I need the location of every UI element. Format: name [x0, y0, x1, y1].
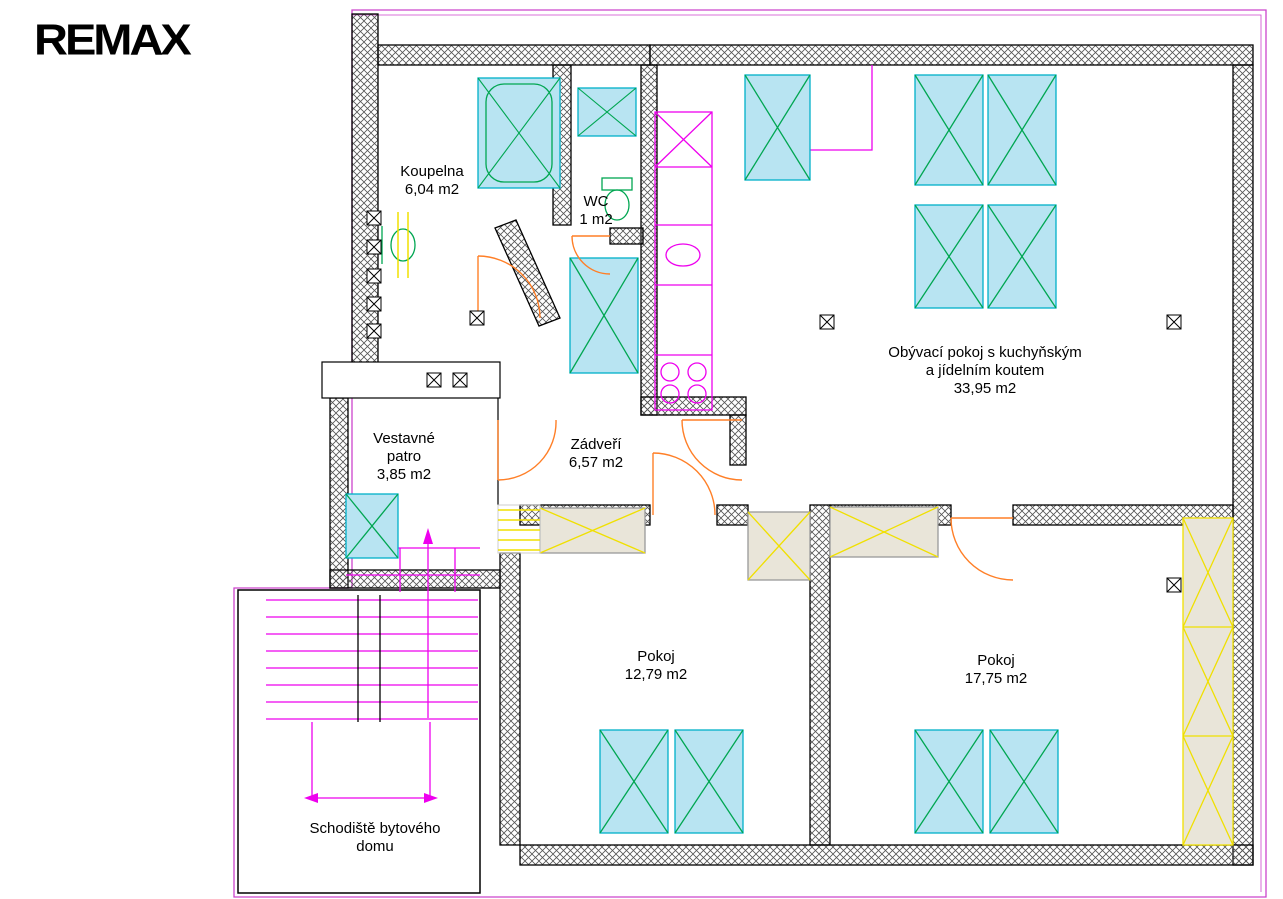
bed	[674, 729, 744, 834]
outlet-icon	[426, 372, 442, 388]
outlet-icon	[366, 296, 382, 312]
door-arc	[950, 517, 1014, 581]
wardrobe	[539, 507, 646, 554]
hall-steps	[497, 504, 541, 554]
bed	[599, 729, 669, 834]
outlet-icon	[452, 372, 468, 388]
room-name: Pokoj	[977, 652, 1015, 669]
room-area: 3,85 m2	[376, 466, 432, 483]
label-vestavne-patro: Vestavné patro 3,85 m2	[373, 430, 435, 484]
wardrobe	[747, 511, 811, 581]
outlet-icon	[819, 314, 835, 330]
hall-cabinet	[569, 257, 639, 374]
door-arc	[652, 452, 716, 516]
kitchen-counter	[654, 65, 873, 411]
boiler-lines	[397, 212, 409, 278]
door-arc	[497, 419, 557, 481]
outlet-icon	[366, 239, 382, 255]
room-name: Vestavné	[373, 430, 435, 447]
door-arc	[681, 419, 743, 481]
doors	[477, 235, 1014, 581]
toilet	[601, 177, 633, 221]
outlet-icons	[366, 210, 1182, 593]
outlet-icon	[1166, 577, 1182, 593]
label-pokoj-1: Pokoj 12,79 m2	[625, 648, 688, 684]
kitchen-sink	[665, 243, 701, 267]
label-obyvaci-pokoj: Obývací pokoj s kuchyňským a jídelním ko…	[888, 344, 1081, 398]
wardrobe	[829, 506, 939, 558]
room-name: WC	[583, 193, 609, 210]
kitchen-island-line	[810, 65, 873, 151]
wardrobes	[539, 506, 1234, 846]
room-area: 1 m2	[579, 211, 613, 228]
label-schodiste: Schodiště bytového domu	[310, 820, 441, 856]
room-area: 6,57 m2	[568, 454, 624, 471]
bed	[989, 729, 1059, 834]
room-name: a jídelním koutem	[925, 362, 1045, 379]
room-name: Koupelna	[400, 163, 464, 180]
outlet-icon	[366, 210, 382, 226]
room-area: 33,95 m2	[953, 380, 1017, 397]
sofa	[987, 204, 1057, 309]
sofa	[987, 74, 1057, 186]
outlet-icon	[469, 310, 485, 326]
bathtub	[477, 77, 561, 189]
remax-logo-text: REMAX	[34, 14, 192, 64]
remax-logo: REMAX	[34, 14, 192, 65]
room-name: Pokoj	[637, 648, 675, 665]
sofa	[914, 204, 984, 309]
stove	[660, 362, 707, 404]
room-area: 6,04 m2	[404, 181, 460, 198]
label-pokoj-2: Pokoj 17,75 m2	[965, 652, 1028, 688]
room-name: domu	[356, 838, 394, 855]
room-name: Schodiště bytového	[309, 820, 441, 837]
washbasin	[381, 226, 416, 264]
tall-wardrobe	[1182, 517, 1234, 846]
room-name: Obývací pokoj s kuchyňským	[888, 344, 1082, 361]
washing-machine	[577, 87, 637, 137]
mezzanine-box	[345, 493, 399, 559]
bed	[914, 729, 984, 834]
outlet-icon	[366, 268, 382, 284]
outlet-icon	[1166, 314, 1182, 330]
sofa	[914, 74, 984, 186]
label-zadveri: Zádveří 6,57 m2	[569, 436, 623, 472]
door-arc	[571, 235, 611, 275]
thin-structures	[237, 361, 501, 894]
dining-table	[744, 74, 811, 181]
outlet-icon	[366, 323, 382, 339]
room-area: 12,79 m2	[624, 666, 688, 683]
furniture	[345, 74, 1059, 834]
walls	[329, 13, 1254, 866]
room-name: patro	[386, 448, 422, 465]
building-staircase	[266, 528, 478, 803]
label-wc: WC 1 m2	[579, 193, 612, 229]
room-area: 17,75 m2	[964, 670, 1028, 687]
label-koupelna: Koupelna 6,04 m2	[400, 163, 463, 199]
door-arc	[477, 255, 541, 319]
room-name: Zádveří	[570, 436, 622, 453]
